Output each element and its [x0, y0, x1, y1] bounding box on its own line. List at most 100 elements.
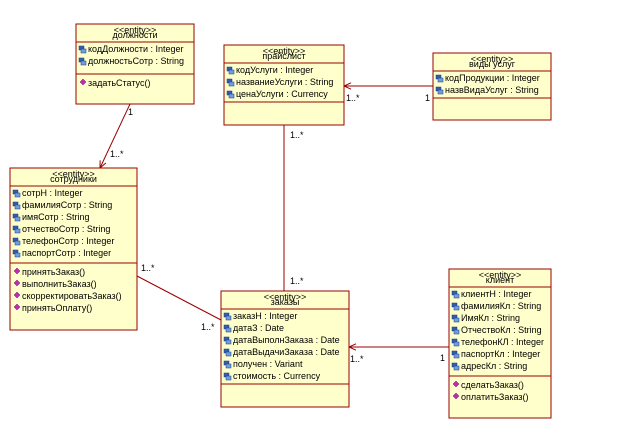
attribute-icon [12, 237, 21, 246]
class-box-prayslist[interactable]: <<entity>>прайслист кодУслуги : Integer на… [223, 44, 345, 126]
class-box-dolzhnosti[interactable]: <<entity>>должности кодДолжности : Intege… [75, 23, 195, 105]
class-name: клиент [486, 275, 514, 285]
class-attribute: ИмяКл : String [461, 313, 520, 323]
class-attribute: паспортКл : Integer [461, 349, 540, 359]
multiplicity-from: 1 [440, 353, 445, 363]
attribute-icon [451, 338, 460, 347]
attribute-icon [226, 66, 235, 75]
class-stereotype: <<entity>> [52, 169, 95, 179]
class-operation: принятьОплату() [22, 303, 92, 313]
class-attribute: датаЗ : Date [233, 323, 284, 333]
attribute-icon [451, 326, 460, 335]
class-operation: выполнитьЗаказ() [22, 279, 97, 289]
attribute-icon [223, 324, 232, 333]
class-name: должности [113, 30, 158, 40]
attribute-icon [451, 302, 460, 311]
class-attribute: фамилияСотр : String [22, 200, 112, 210]
class-box-frame [223, 44, 345, 126]
class-attribute: фамилияКл : String [461, 301, 541, 311]
attribute-icon [435, 86, 444, 95]
class-stereotype: <<entity>> [263, 46, 306, 56]
association-klient-zakazy[interactable]: 1 1..* [347, 343, 449, 364]
association-line [136, 275, 222, 321]
attribute-icon [435, 74, 444, 83]
class-attribute: кодУслуги : Integer [236, 65, 313, 75]
class-box-sotrudniki[interactable]: <<entity>>сотрудники сотрН : Integer фамил… [9, 167, 138, 331]
attribute-icon [451, 314, 460, 323]
operation-icon [13, 279, 21, 287]
class-attribute: имяСотр : String [22, 212, 90, 222]
association-sotr-zakazy[interactable]: 1..* 1..* [136, 263, 222, 332]
operation-icon [13, 303, 21, 311]
attribute-icon [12, 249, 21, 258]
associations-layer: 11..*11..*1..*1..*1..*1..*11..* [99, 82, 449, 364]
operation-icon [452, 380, 460, 388]
multiplicity-to: 1..* [346, 93, 360, 103]
class-box-frame [432, 52, 552, 121]
class-name: прайслист [262, 51, 305, 61]
class-attribute: паспортСотр : Integer [22, 248, 111, 258]
class-operation: задатьСтатус() [88, 78, 150, 88]
class-box-vidy-uslug[interactable]: <<entity>>виды услуг кодПродукции : Integ… [432, 52, 552, 121]
class-stereotype: <<entity>> [479, 270, 522, 280]
attribute-icon [451, 362, 460, 371]
class-attribute: названиеУслуги : String [236, 77, 333, 87]
multiplicity-to: 1..* [290, 276, 304, 286]
multiplicity-to: 1..* [350, 354, 364, 364]
association-dolzh-sotr[interactable]: 1 1..* [99, 103, 133, 170]
class-attribute: кодДолжности : Integer [88, 44, 184, 54]
class-attribute: датаВыполнЗаказа : Date [233, 335, 340, 345]
attribute-icon [223, 348, 232, 357]
attribute-icon [12, 225, 21, 234]
class-attribute: ценаУслуги : Currency [236, 89, 328, 99]
multiplicity-to: 1..* [201, 322, 215, 332]
class-attribute: стоимость : Currency [233, 371, 321, 381]
attribute-icon [12, 189, 21, 198]
class-operation: скорректироватьЗаказ() [22, 291, 122, 301]
class-operation: оплатитьЗаказ() [461, 392, 529, 402]
class-stereotype: <<entity>> [471, 54, 514, 64]
class-box-zakazy[interactable]: <<entity>>заказы заказН : Integer датаЗ : … [220, 290, 350, 408]
association-vidy-prays[interactable]: 11..* [342, 82, 433, 103]
attribute-icon [223, 312, 232, 321]
attribute-icon [78, 45, 87, 54]
multiplicity-from: 1..* [290, 130, 304, 140]
class-attribute: заказН : Integer [233, 311, 297, 321]
class-box-frame [448, 268, 552, 419]
association-prays-zakazy[interactable]: 1..* 1..* [283, 125, 304, 291]
class-attribute: адресКл : String [461, 361, 527, 371]
class-stereotype: <<entity>> [114, 25, 157, 35]
class-attribute: кодПродукции : Integer [445, 73, 540, 83]
class-name: сотрудники [50, 174, 97, 184]
class-operation: сделатьЗаказ() [461, 380, 524, 390]
class-name: заказы [271, 297, 300, 307]
attribute-icon [223, 360, 232, 369]
class-attribute: назвВидаУслуг : String [445, 85, 539, 95]
attribute-icon [226, 78, 235, 87]
operation-icon [13, 267, 21, 275]
multiplicity-from: 1..* [141, 263, 155, 273]
class-attribute: клиентН : Integer [461, 289, 531, 299]
attribute-icon [78, 57, 87, 66]
class-attribute: телефонКЛ : Integer [461, 337, 544, 347]
operation-icon [13, 291, 21, 299]
multiplicity-from: 1 [128, 107, 133, 117]
class-stereotype: <<entity>> [264, 292, 307, 302]
class-attribute: сотрН : Integer [22, 188, 83, 198]
class-box-frame [220, 290, 350, 408]
multiplicity-to: 1..* [110, 149, 124, 159]
class-box-frame [9, 167, 138, 331]
operation-icon [79, 78, 87, 86]
class-name: виды услуг [469, 59, 516, 69]
operation-icon [452, 392, 460, 400]
attribute-icon [451, 290, 460, 299]
attribute-icon [12, 201, 21, 210]
class-box-frame [75, 23, 195, 105]
class-attribute: получен : Variant [233, 359, 303, 369]
attribute-icon [451, 350, 460, 359]
class-box-klient[interactable]: <<entity>>клиент клиентН : Integer фамилия… [448, 268, 552, 419]
class-attribute: отчествоСотр : String [22, 224, 110, 234]
association-line [99, 103, 131, 169]
